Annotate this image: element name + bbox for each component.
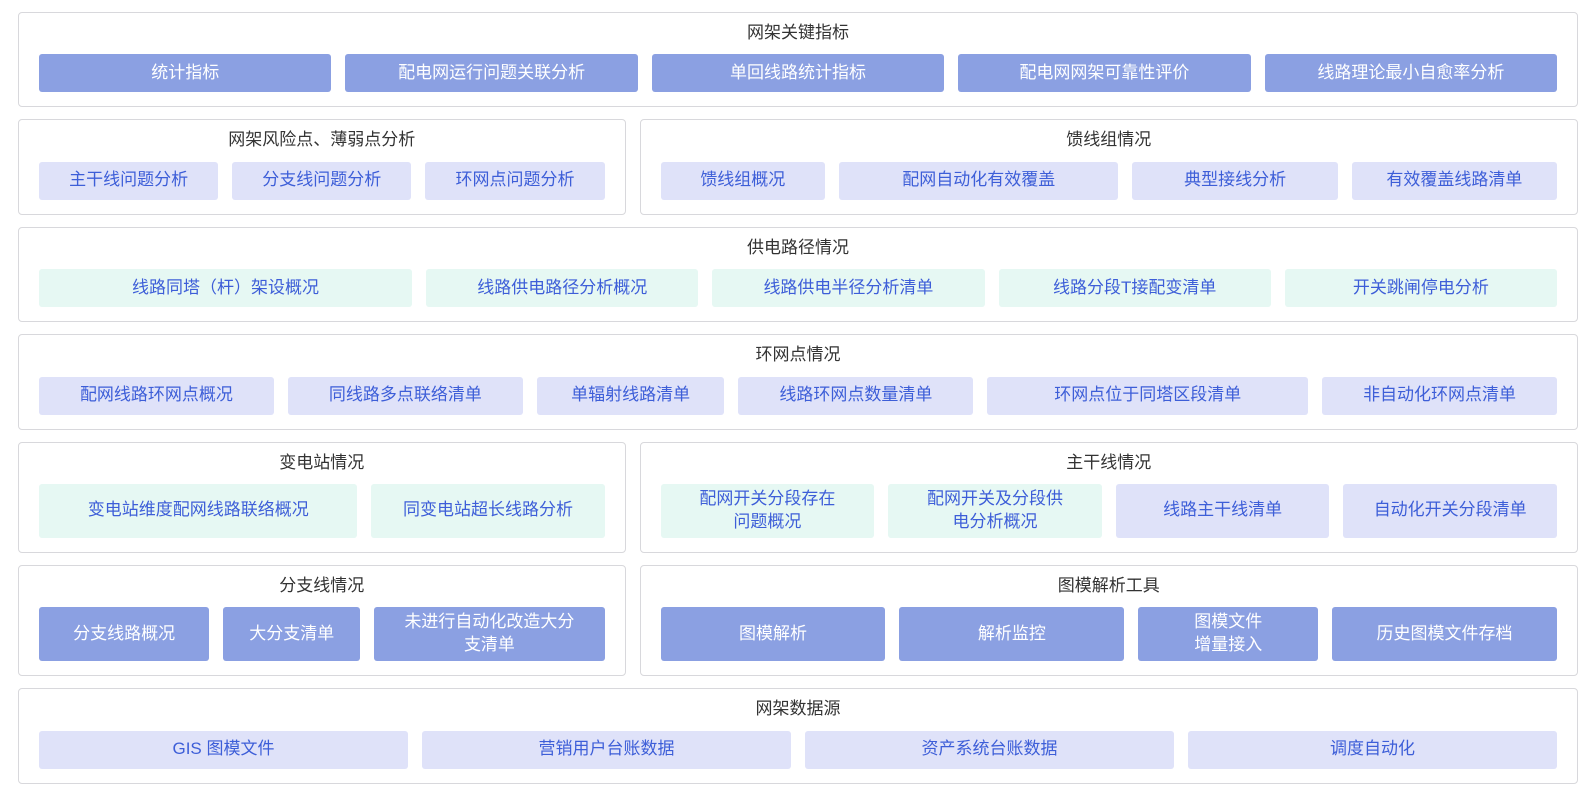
panel-title: 变电站情况	[279, 452, 365, 472]
nav-button[interactable]: 线路理论最小自愈率分析	[1264, 54, 1558, 93]
nav-button[interactable]: 历史图模文件存档	[1332, 607, 1557, 662]
nav-button[interactable]: 未进行自动化改造大分 支清单	[374, 607, 605, 662]
nav-button[interactable]: 馈线组概况	[660, 161, 826, 200]
nav-button[interactable]: 线路同塔（杆）架设概况	[39, 269, 413, 308]
panel-substation: 变电站情况 变电站维度配网线路联络概况 同变电站超长线路分析	[18, 441, 626, 553]
nav-button[interactable]: 非自动化环网点清单	[1322, 376, 1558, 415]
nav-button[interactable]: 线路主干线清单	[1115, 483, 1330, 538]
button-row: 配网线路环网点概况 同线路多点联络清单 单辐射线路清单 线路环网点数量清单 环网…	[39, 376, 1558, 415]
panel-title: 主干线情况	[1066, 452, 1152, 472]
panel-title: 馈线组情况	[1066, 130, 1152, 150]
panel-graph-model-tools: 图模解析工具 图模解析 解析监控 图模文件 增量接入 历史图模文件存档	[639, 564, 1578, 677]
panel-title: 分支线情况	[279, 575, 365, 595]
nav-button[interactable]: 配网自动化有效覆盖	[839, 161, 1119, 200]
nav-button[interactable]: 营销用户台账数据	[422, 730, 791, 769]
nav-button[interactable]: 调度自动化	[1188, 730, 1557, 769]
nav-button[interactable]: 配电网运行问题关联分析	[345, 54, 638, 93]
nav-button[interactable]: 线路环网点数量清单	[738, 376, 974, 415]
button-row: 统计指标 配电网运行问题关联分析 单回线路统计指标 配电网网架可靠性评价 线路理…	[39, 54, 1558, 93]
panel-ring-network-point: 环网点情况 配网线路环网点概况 同线路多点联络清单 单辐射线路清单 线路环网点数…	[18, 334, 1578, 430]
nav-button[interactable]: 配电网网架可靠性评价	[958, 54, 1251, 93]
button-row: 线路同塔（杆）架设概况 线路供电路径分析概况 线路供电半径分析清单 线路分段T接…	[39, 269, 1557, 308]
nav-button[interactable]: 图模解析	[660, 607, 886, 662]
panel-power-supply-path: 供电路径情况 线路同塔（杆）架设概况 线路供电路径分析概况 线路供电半径分析清单…	[18, 226, 1578, 323]
button-row: 分支线路概况 大分支清单 未进行自动化改造大分 支清单	[39, 607, 605, 662]
nav-button[interactable]: 有效覆盖线路清单	[1351, 161, 1557, 200]
nav-button[interactable]: 大分支清单	[223, 607, 361, 662]
nav-button[interactable]: 分支线路概况	[39, 607, 210, 662]
nav-button[interactable]: 同线路多点联络清单	[287, 376, 523, 415]
nav-button[interactable]: 图模文件 增量接入	[1138, 607, 1319, 662]
nav-button[interactable]: 线路分段T接配变清单	[998, 269, 1271, 308]
nav-button[interactable]: 分支线问题分析	[232, 161, 412, 200]
button-row: 变电站维度配网线路联络概况 同变电站超长线路分析	[39, 483, 605, 538]
panel-title: 网架风险点、薄弱点分析	[228, 130, 416, 150]
nav-button[interactable]: 典型接线分析	[1132, 161, 1338, 200]
panel-title: 环网点情况	[755, 345, 841, 365]
button-row: 主干线问题分析 分支线问题分析 环网点问题分析	[39, 161, 605, 200]
nav-button[interactable]: 单回线路统计指标	[651, 54, 945, 93]
nav-button[interactable]: 自动化开关分段清单	[1343, 483, 1557, 538]
nav-button[interactable]: GIS 图模文件	[39, 730, 408, 769]
button-row: 配网开关分段存在 问题概况 配网开关及分段供 电分析概况 线路主干线清单 自动化…	[660, 483, 1557, 538]
panel-title: 图模解析工具	[1057, 575, 1160, 595]
row: 变电站情况 变电站维度配网线路联络概况 同变电站超长线路分析 主干线情况 配网开…	[18, 441, 1578, 553]
nav-button[interactable]: 变电站维度配网线路联络概况	[39, 483, 358, 538]
panel-title: 供电路径情况	[747, 237, 849, 257]
button-row: GIS 图模文件 营销用户台账数据 资产系统台账数据 调度自动化	[39, 730, 1557, 769]
row: 分支线情况 分支线路概况 大分支清单 未进行自动化改造大分 支清单 图模解析工具…	[18, 564, 1578, 677]
panel-risk-weak-points: 网架风险点、薄弱点分析 主干线问题分析 分支线问题分析 环网点问题分析	[18, 119, 626, 215]
panel-feeder-group: 馈线组情况 馈线组概况 配网自动化有效覆盖 典型接线分析 有效覆盖线路清单	[639, 119, 1578, 215]
nav-button[interactable]: 环网点问题分析	[425, 161, 605, 200]
panel-title: 网架关键指标	[747, 23, 849, 42]
nav-button[interactable]: 单辐射线路清单	[536, 376, 725, 415]
nav-button[interactable]: 配网线路环网点概况	[39, 376, 274, 415]
nav-button[interactable]: 线路供电半径分析清单	[712, 269, 985, 308]
row: 网架风险点、薄弱点分析 主干线问题分析 分支线问题分析 环网点问题分析 馈线组情…	[18, 119, 1578, 215]
panel-title: 网架数据源	[755, 699, 841, 719]
nav-button[interactable]: 统计指标	[39, 54, 332, 93]
nav-button[interactable]: 线路供电路径分析概况	[426, 269, 699, 308]
nav-button[interactable]: 环网点位于同塔区段清单	[987, 376, 1309, 415]
panel-key-indicators: 网架关键指标 统计指标 配电网运行问题关联分析 单回线路统计指标 配电网网架可靠…	[18, 12, 1578, 108]
button-row: 图模解析 解析监控 图模文件 增量接入 历史图模文件存档	[660, 607, 1557, 662]
panel-data-source: 网架数据源 GIS 图模文件 营销用户台账数据 资产系统台账数据 调度自动化	[18, 688, 1578, 784]
nav-button[interactable]: 解析监控	[899, 607, 1125, 662]
nav-button[interactable]: 开关跳闸停电分析	[1284, 269, 1557, 308]
nav-button[interactable]: 同变电站超长线路分析	[371, 483, 605, 538]
panel-branch-line: 分支线情况 分支线路概况 大分支清单 未进行自动化改造大分 支清单	[18, 564, 626, 677]
nav-button[interactable]: 配网开关分段存在 问题概况	[660, 483, 875, 538]
nav-button[interactable]: 主干线问题分析	[39, 161, 219, 200]
panel-trunk-line: 主干线情况 配网开关分段存在 问题概况 配网开关及分段供 电分析概况 线路主干线…	[639, 441, 1578, 553]
nav-button[interactable]: 资产系统台账数据	[805, 730, 1174, 769]
nav-button[interactable]: 配网开关及分段供 电分析概况	[888, 483, 1102, 538]
button-row: 馈线组概况 配网自动化有效覆盖 典型接线分析 有效覆盖线路清单	[660, 161, 1557, 200]
